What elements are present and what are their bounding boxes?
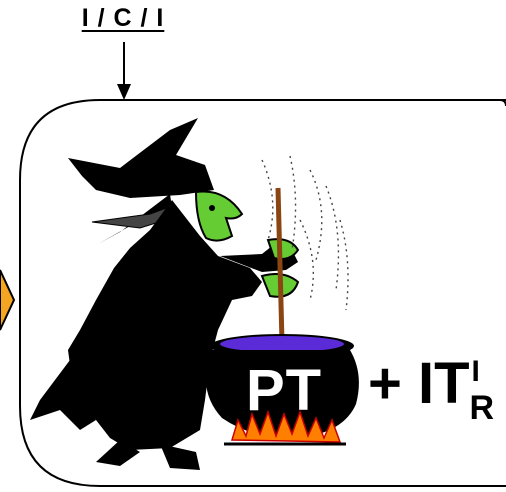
control-label: I / C / I — [81, 4, 165, 32]
witch-illustration — [30, 118, 359, 470]
process-box — [19, 99, 506, 487]
control-arrow — [117, 42, 131, 100]
cauldron-label: PT — [246, 358, 323, 423]
fire-icon — [230, 409, 342, 443]
formula-subscript: R — [469, 389, 495, 427]
input-arrow — [0, 269, 16, 331]
formula-superscript: I — [471, 355, 480, 388]
formula-plus-it: + IT — [368, 351, 470, 416]
